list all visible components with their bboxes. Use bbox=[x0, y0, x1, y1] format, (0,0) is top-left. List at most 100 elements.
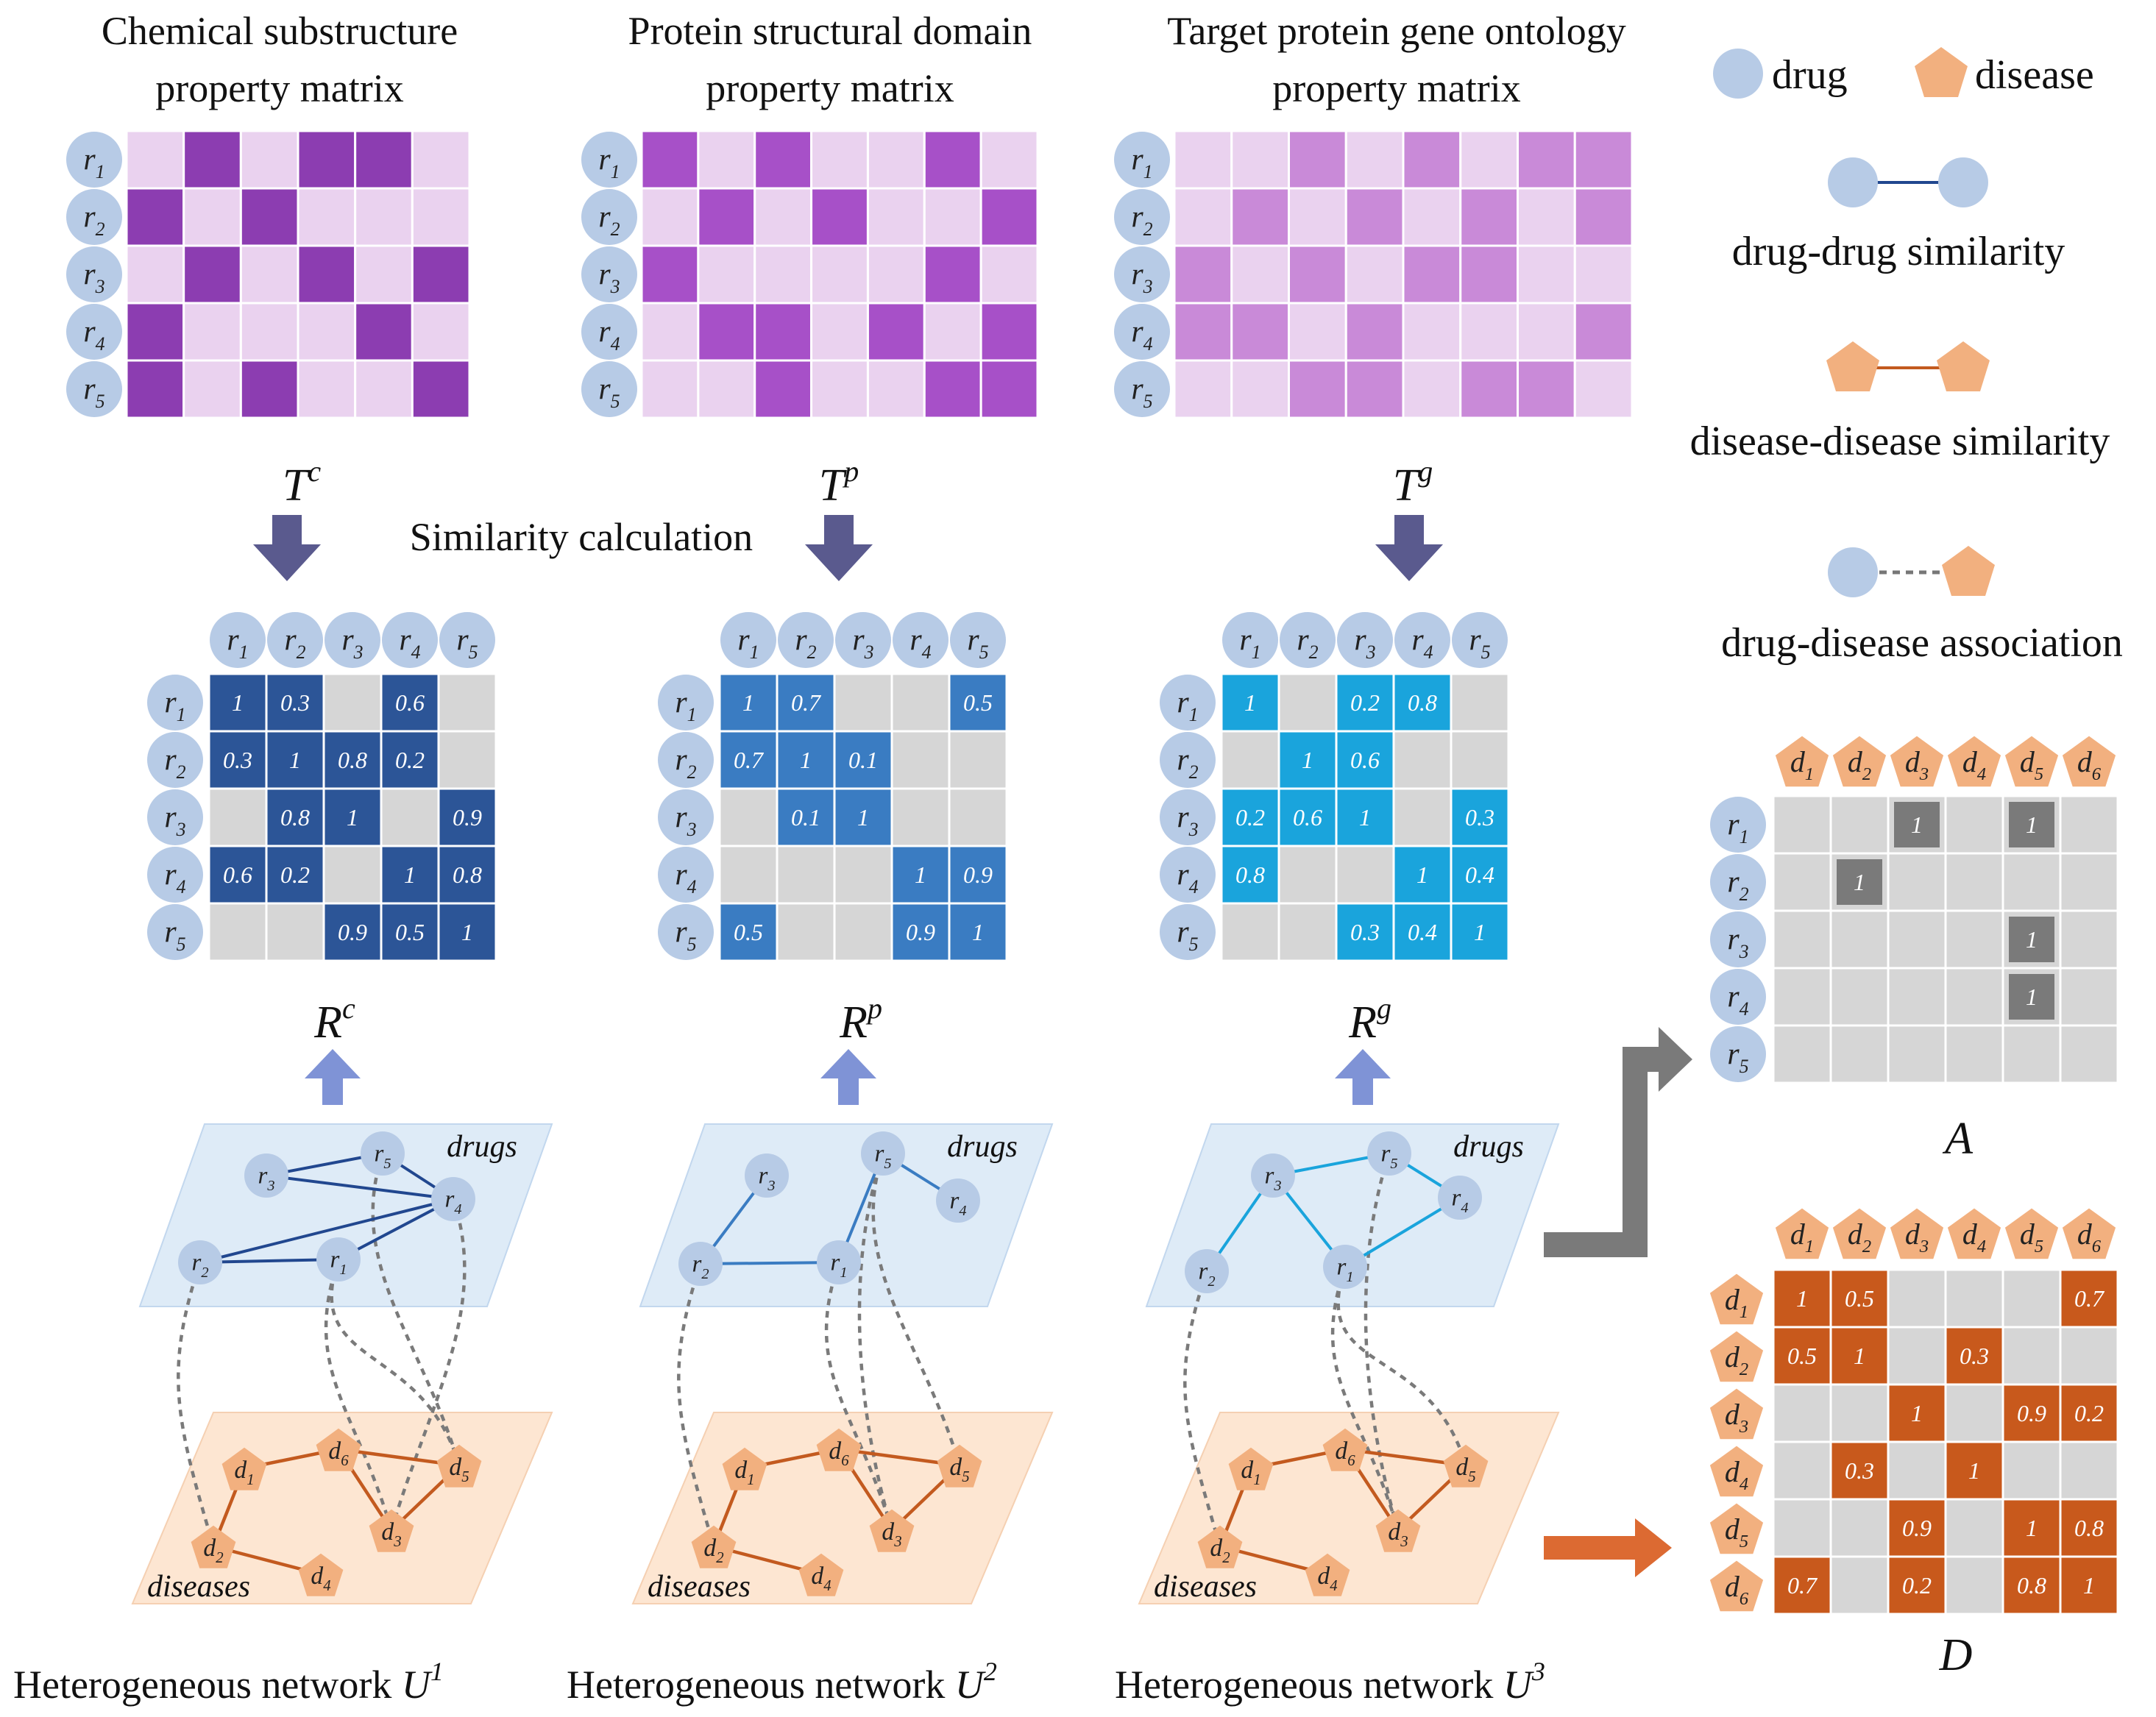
property-cell bbox=[866, 187, 926, 247]
assoc-col-node-pentagon bbox=[1775, 736, 1829, 787]
drugs-plane-label: drugs bbox=[1453, 1130, 1524, 1164]
network-disease-node-label-index: 1 bbox=[247, 1471, 254, 1488]
similarity-row-node: r3 bbox=[1160, 789, 1216, 845]
r-symbol-2-sup: p bbox=[865, 992, 882, 1025]
disease-value: 0.2 bbox=[2074, 1400, 2104, 1426]
disease-value: 0.9 bbox=[1902, 1515, 1932, 1541]
similarity-value: 0.6 bbox=[223, 861, 252, 888]
property-row-node-label-letter: r bbox=[83, 143, 96, 177]
network-disease-node-pentagon bbox=[1197, 1525, 1243, 1568]
similarity-cell bbox=[1450, 672, 1510, 733]
property-row-node-label: r4 bbox=[598, 315, 620, 355]
disease-cell bbox=[1887, 1326, 1947, 1386]
property-cell bbox=[1459, 129, 1519, 190]
similarity-col-node: r3 bbox=[835, 612, 891, 668]
network-disease-node-label-index: 3 bbox=[393, 1532, 401, 1550]
assoc-cell-marked bbox=[2009, 802, 2054, 847]
assoc-cell bbox=[2001, 1024, 2062, 1084]
network-caption-1-text: Heterogeneous network bbox=[13, 1663, 402, 1707]
assoc-col-node-label-letter: d bbox=[1905, 745, 1921, 778]
similarity-cell bbox=[1392, 902, 1453, 962]
legend-drug-icon bbox=[1713, 49, 1763, 99]
network-drug-node-circle bbox=[178, 1240, 222, 1284]
similarity-cell bbox=[833, 672, 893, 733]
network-disease-node-label-letter: d bbox=[203, 1535, 216, 1562]
property-row-node-label-letter: r bbox=[598, 315, 611, 349]
similarity-row-node-label: r1 bbox=[1177, 686, 1198, 725]
disease-row-node-label-letter: d bbox=[1725, 1455, 1740, 1488]
similarity-cell bbox=[776, 845, 836, 905]
network-disease-node-label-letter: d bbox=[328, 1437, 341, 1465]
assoc-cell bbox=[2059, 909, 2119, 970]
disease-row-node-label-letter: d bbox=[1725, 1340, 1740, 1373]
property-cell bbox=[1573, 129, 1634, 190]
network-disease-node-label-letter: d bbox=[1455, 1454, 1468, 1481]
property-cell bbox=[1402, 244, 1462, 305]
similarity-col-node: r5 bbox=[950, 612, 1006, 668]
diseases-plane-label: diseases bbox=[648, 1570, 751, 1604]
disease-row-node-pentagon bbox=[1709, 1503, 1764, 1554]
property-row-node-label-index: 3 bbox=[610, 276, 620, 297]
legend-disease-disease-icon-right bbox=[1937, 341, 1990, 391]
network-drug-node: r4 bbox=[431, 1177, 475, 1221]
property-row-node-label-letter: r bbox=[1131, 143, 1143, 177]
disease-cell bbox=[1944, 1383, 2004, 1443]
property-cell bbox=[697, 129, 756, 190]
assoc-col-node-label-index: 2 bbox=[1862, 764, 1871, 784]
network-drug-node-circle bbox=[817, 1240, 861, 1284]
assoc-row-node-circle bbox=[1710, 911, 1766, 967]
similarity-row-node-label-letter: r bbox=[164, 800, 177, 834]
similarity-row-node-label-index: 2 bbox=[1189, 761, 1199, 783]
property-cell bbox=[1402, 302, 1462, 362]
assoc-col-node-label-index: 3 bbox=[1919, 764, 1929, 784]
property-cell bbox=[411, 244, 471, 305]
similarity-value: 1 bbox=[857, 804, 869, 831]
disease-cell bbox=[2001, 1440, 2062, 1501]
disease-cell bbox=[1829, 1555, 1890, 1615]
property-cell bbox=[411, 302, 471, 362]
network-drug-node-label: r2 bbox=[191, 1250, 208, 1281]
similarity-row-node: r4 bbox=[1160, 847, 1216, 903]
property-row-node: r5 bbox=[1114, 361, 1170, 417]
property-cell bbox=[866, 244, 926, 305]
similarity-value: 0.2 bbox=[1235, 804, 1265, 831]
similarity-value: 1 bbox=[1244, 689, 1256, 716]
network-captions: Heterogeneous network U1 Heterogeneous n… bbox=[13, 1657, 1545, 1707]
network-drug-node-label-index: 1 bbox=[339, 1262, 347, 1278]
network-disease-node: d4 bbox=[298, 1553, 344, 1596]
similarity-col-node-label: r1 bbox=[737, 623, 759, 663]
property-cell bbox=[1573, 244, 1634, 305]
assoc-row-node-label: r2 bbox=[1727, 865, 1748, 905]
disease-cell bbox=[1887, 1498, 1947, 1558]
property-row-node-label: r2 bbox=[598, 200, 620, 240]
similarity-row-node-label-index: 3 bbox=[687, 819, 697, 840]
property-cell bbox=[297, 359, 357, 419]
network-disease-node: d2 bbox=[691, 1525, 737, 1568]
property-row-node-circle bbox=[581, 361, 637, 417]
matrix-a-symbol: A bbox=[1942, 1114, 1974, 1164]
property-row-node-label-letter: r bbox=[1131, 257, 1143, 291]
similarity-col-node-circle bbox=[835, 612, 891, 668]
similarity-col-node-label-letter: r bbox=[341, 623, 354, 657]
assoc-row-node-label: r3 bbox=[1727, 923, 1748, 962]
network-disease-node-label: d4 bbox=[1317, 1563, 1337, 1594]
property-cell bbox=[810, 359, 869, 419]
network-disease-node-label: d6 bbox=[1335, 1437, 1355, 1469]
network-disease-node-pentagon bbox=[369, 1509, 414, 1552]
down-arrow-2 bbox=[805, 515, 873, 581]
property-row-node-label-index: 2 bbox=[96, 218, 105, 240]
property-cell bbox=[753, 129, 813, 190]
t-symbol-3-sup: g bbox=[1418, 455, 1433, 488]
property-cell bbox=[182, 187, 242, 247]
similarity-row-node-circle bbox=[147, 732, 203, 788]
similarity-value: 0.2 bbox=[280, 861, 310, 888]
disease-row-node-label-letter: d bbox=[1725, 1398, 1740, 1431]
property-cell bbox=[1402, 359, 1462, 419]
network-caption-1-sup: 1 bbox=[430, 1657, 444, 1686]
similarity-cell bbox=[833, 787, 893, 847]
disease-cell bbox=[1772, 1383, 1832, 1443]
assoc-cell-marked bbox=[2009, 917, 2054, 962]
similarity-row-node-label-letter: r bbox=[164, 915, 177, 949]
